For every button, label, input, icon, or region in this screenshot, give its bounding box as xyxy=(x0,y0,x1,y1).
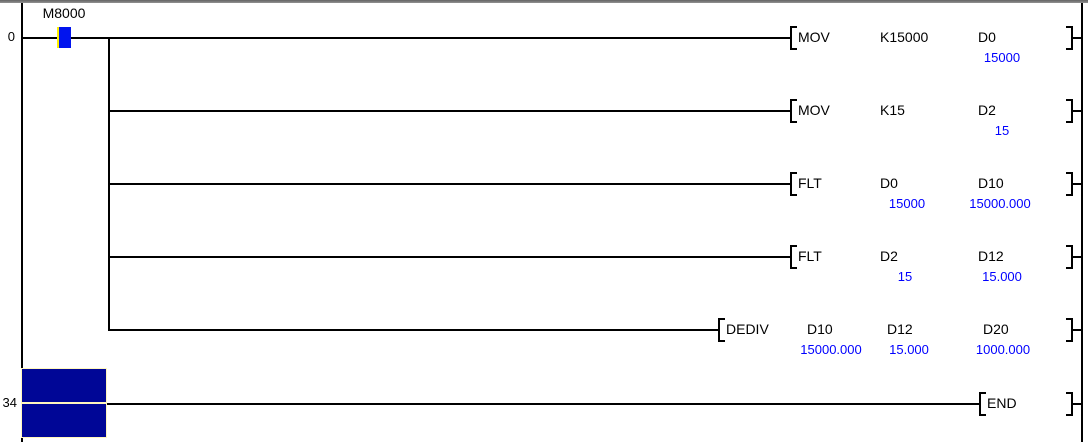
instruction-bracket-right-join xyxy=(1073,329,1081,331)
instruction-bracket-right xyxy=(1071,318,1073,342)
instruction-bracket-right xyxy=(1071,26,1073,50)
monitor-value: 1000.000 xyxy=(975,342,1031,357)
instruction-operand[interactable]: D0 xyxy=(880,175,898,191)
rung-line xyxy=(108,329,718,331)
instruction-bracket-left xyxy=(979,392,981,416)
instruction-mnemonic-mov[interactable]: MOV xyxy=(798,29,830,45)
monitor-value: 15000.000 xyxy=(800,342,862,357)
instruction-bracket-right-tick xyxy=(1066,48,1073,50)
instruction-bracket-right-tick xyxy=(1066,318,1073,320)
instruction-bracket-left-tick xyxy=(790,267,797,269)
instruction-operand[interactable]: D12 xyxy=(887,321,913,337)
instruction-bracket-left xyxy=(790,99,792,123)
instruction-mnemonic-flt[interactable]: FLT xyxy=(798,175,822,191)
monitor-value: 15.000 xyxy=(889,342,929,357)
monitor-value: 15 xyxy=(994,123,1010,138)
instruction-mnemonic-mov[interactable]: MOV xyxy=(798,102,830,118)
rung-number-0: 0 xyxy=(7,29,15,44)
instruction-bracket-left-tick xyxy=(718,318,725,320)
instruction-bracket-left xyxy=(790,245,792,269)
instruction-bracket-right-tick xyxy=(1066,26,1073,28)
instruction-bracket-right-tick xyxy=(1066,340,1073,342)
rung-number-34: 34 xyxy=(2,395,17,410)
rung-line xyxy=(21,403,979,405)
instruction-bracket-left xyxy=(790,172,792,196)
instruction-bracket-right-tick xyxy=(1066,172,1073,174)
rung-line xyxy=(21,37,57,39)
instruction-operand[interactable]: D12 xyxy=(978,248,1004,264)
instruction-bracket-right-tick xyxy=(1066,121,1073,123)
instruction-operand[interactable]: K15 xyxy=(880,102,905,118)
edit-cursor-bottom-cell[interactable] xyxy=(21,403,107,438)
instruction-bracket-left-tick xyxy=(790,121,797,123)
monitor-value: 15 xyxy=(897,269,913,284)
rung-line xyxy=(108,110,790,112)
instruction-bracket-right-join xyxy=(1073,110,1081,112)
instruction-bracket-right xyxy=(1071,392,1073,416)
instruction-bracket-right-tick xyxy=(1066,267,1073,269)
rung-line xyxy=(71,37,790,39)
right-power-rail xyxy=(1081,3,1083,442)
monitor-value: 15000 xyxy=(983,50,1021,65)
rung-line xyxy=(108,256,790,258)
monitor-value: 15.000 xyxy=(982,269,1022,284)
instruction-bracket-right-tick xyxy=(1066,414,1073,416)
instruction-bracket-right xyxy=(1071,172,1073,196)
instruction-bracket-left-tick xyxy=(790,172,797,174)
instruction-bracket-left xyxy=(718,318,720,342)
instruction-mnemonic-flt[interactable]: FLT xyxy=(798,248,822,264)
instruction-bracket-right-join xyxy=(1073,37,1081,39)
monitor-value: 15000 xyxy=(888,196,926,211)
instruction-bracket-right-tick xyxy=(1066,99,1073,101)
instruction-operand[interactable]: D0 xyxy=(978,29,996,45)
instruction-operand[interactable]: D20 xyxy=(983,321,1009,337)
instruction-bracket-left-tick xyxy=(790,194,797,196)
instruction-bracket-right xyxy=(1071,245,1073,269)
contact-label: M8000 xyxy=(42,5,86,21)
instruction-bracket-left-tick xyxy=(790,99,797,101)
instruction-bracket-left xyxy=(790,26,792,50)
instruction-bracket-right-tick xyxy=(1066,392,1073,394)
instruction-operand[interactable]: D2 xyxy=(880,248,898,264)
monitor-value: 15000.000 xyxy=(969,196,1031,211)
instruction-bracket-right-join xyxy=(1073,183,1081,185)
instruction-bracket-left-tick xyxy=(979,392,986,394)
instruction-bracket-right-join xyxy=(1073,403,1081,405)
instruction-bracket-left-tick xyxy=(790,26,797,28)
left-power-rail xyxy=(21,3,23,442)
rung-line xyxy=(108,183,790,185)
instruction-operand[interactable]: D2 xyxy=(978,102,996,118)
instruction-operand[interactable]: D10 xyxy=(978,175,1004,191)
instruction-bracket-right-tick xyxy=(1066,245,1073,247)
instruction-mnemonic-end[interactable]: END xyxy=(987,395,1017,411)
window-top-border xyxy=(0,0,1088,3)
instruction-bracket-left-tick xyxy=(979,414,986,416)
instruction-bracket-right xyxy=(1071,99,1073,123)
contact-m8000[interactable] xyxy=(57,27,71,48)
instruction-bracket-left-tick xyxy=(718,340,725,342)
instruction-operand[interactable]: K15000 xyxy=(880,29,929,45)
instruction-mnemonic-dediv[interactable]: DEDIV xyxy=(726,321,769,337)
edit-cursor-top-cell[interactable] xyxy=(21,368,107,403)
instruction-bracket-left-tick xyxy=(790,48,797,50)
instruction-operand[interactable]: D10 xyxy=(807,321,833,337)
instruction-bracket-left-tick xyxy=(790,245,797,247)
instruction-bracket-right-tick xyxy=(1066,194,1073,196)
instruction-bracket-right-join xyxy=(1073,256,1081,258)
